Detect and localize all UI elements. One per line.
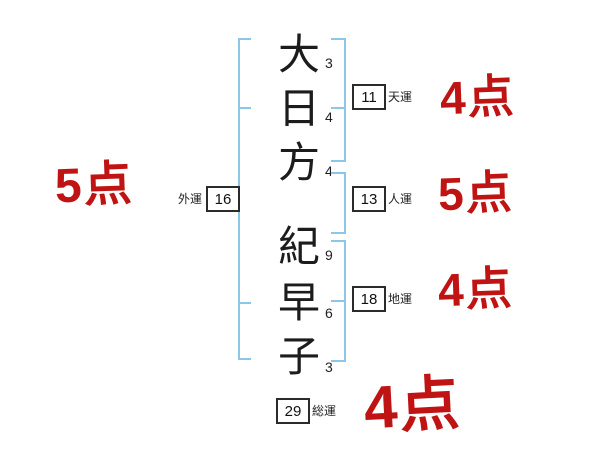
outer-luck-value-box: 16 [206, 186, 240, 212]
earth-luck-label: 地運 [388, 292, 413, 306]
outer-luck-score: 5点 [54, 157, 135, 214]
heaven-luck-label: 天運 [388, 90, 413, 104]
person-luck-label: 人運 [388, 192, 413, 206]
total-luck-value-box: 29 [276, 398, 310, 424]
name-char-2: 日 [277, 85, 320, 132]
stroke-count-3: 4 [325, 163, 333, 179]
total-luck-score: 4点 [362, 369, 464, 442]
heaven-bracket-tick [331, 107, 344, 109]
person-bracket-line [344, 172, 346, 234]
left-bracket-tick [238, 302, 251, 304]
stroke-count-2: 4 [325, 109, 333, 125]
name-char-5: 早 [277, 279, 320, 326]
earth-luck-score: 4点 [437, 261, 515, 317]
stroke-count-4: 9 [325, 247, 333, 263]
total-luck-label: 総運 [312, 404, 337, 418]
stroke-count-5: 6 [325, 305, 333, 321]
heaven-luck-value-box: 11 [352, 84, 386, 110]
left-bracket-tick [238, 107, 251, 109]
name-char-6: 子 [277, 333, 320, 380]
heaven-bracket-line [344, 38, 346, 162]
stroke-count-1: 3 [325, 55, 333, 71]
name-char-3: 方 [277, 139, 320, 186]
heaven-bracket-tick [331, 38, 344, 40]
person-luck-score: 5点 [437, 165, 515, 221]
earth-luck-value-box: 18 [352, 286, 386, 312]
person-luck-value-box: 13 [352, 186, 386, 212]
earth-bracket-tick [331, 360, 344, 362]
heaven-bracket-tick [331, 160, 344, 162]
earth-bracket-tick [331, 240, 344, 242]
person-bracket-tick [331, 172, 344, 174]
heaven-luck-score: 4点 [439, 69, 517, 125]
earth-bracket-tick [331, 300, 344, 302]
name-char-1: 大 [277, 31, 320, 78]
stroke-count-6: 3 [325, 359, 333, 375]
left-bracket-tick [238, 358, 251, 360]
name-char-4: 紀 [277, 223, 320, 270]
person-bracket-tick [331, 232, 344, 234]
left-bracket-tick [238, 38, 251, 40]
earth-bracket-line [344, 240, 346, 362]
outer-luck-label: 外運 [178, 192, 203, 206]
